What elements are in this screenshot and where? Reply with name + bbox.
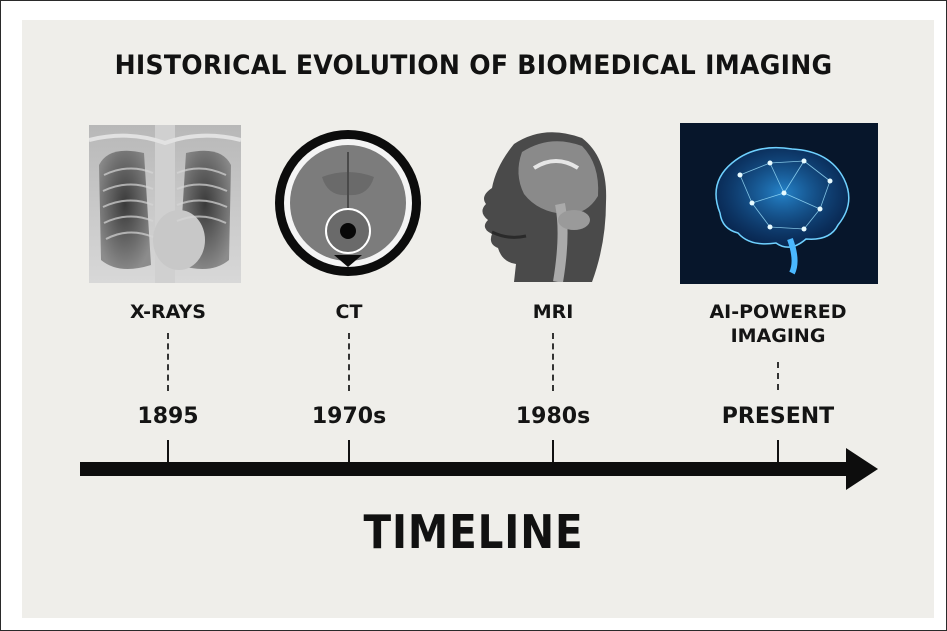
milestone-year-1970s: 1970s xyxy=(312,404,386,429)
ct-brain-scan-image xyxy=(272,127,424,279)
connector-xrays xyxy=(167,333,169,391)
timeline-tick-1895 xyxy=(167,440,169,464)
timeline-arrowhead xyxy=(846,448,878,490)
timeline-tick-present xyxy=(777,440,779,464)
milestone-label-xrays: X-RAYS xyxy=(130,300,206,324)
timeline-label: TIMELINE xyxy=(57,505,890,559)
connector-ai xyxy=(777,362,779,390)
timeline-tick-1980s xyxy=(552,440,554,464)
connector-ct xyxy=(348,333,350,391)
mri-head-sagittal-image xyxy=(474,124,610,282)
milestone-label-mri: MRI xyxy=(533,300,574,324)
milestone-year-1895: 1895 xyxy=(137,404,198,429)
milestone-label-ct: CT xyxy=(336,300,363,324)
chest-xray-image xyxy=(89,125,241,283)
connector-mri xyxy=(552,333,554,391)
milestone-year-present: PRESENT xyxy=(722,404,834,429)
milestone-year-1980s: 1980s xyxy=(516,404,590,429)
timeline-tick-1970s xyxy=(348,440,350,464)
diagram-title: HISTORICAL EVOLUTION OF BIOMEDICAL IMAGI… xyxy=(33,50,914,81)
neural-network-brain-image xyxy=(680,123,878,284)
milestone-label-ai-imaging: AI-POWERED IMAGING xyxy=(709,300,846,348)
milestone-label-ai-line-1: AI-POWERED xyxy=(709,300,846,324)
timeline-arrow-shaft xyxy=(80,462,850,476)
milestone-label-ai-line-2: IMAGING xyxy=(709,324,846,348)
